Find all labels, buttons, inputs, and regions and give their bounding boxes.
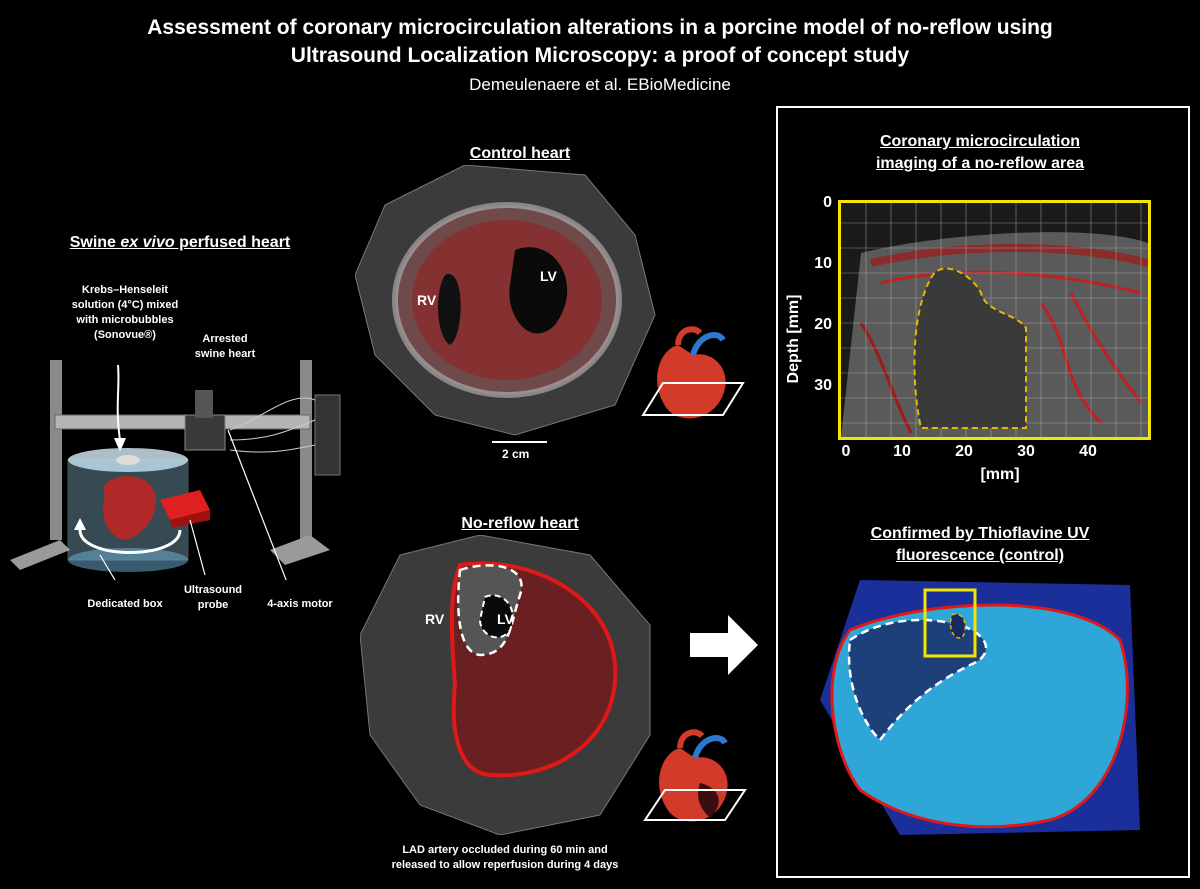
- gantry-right-post: [300, 360, 312, 540]
- motor-controller: [314, 394, 341, 476]
- control-rv-label: RV: [417, 292, 437, 308]
- probe-label: Ultrasound probe: [183, 584, 243, 611]
- fluor-title: Confirmed by Thioflavine UV fluorescence…: [870, 525, 1090, 564]
- xtick-20: 20: [955, 443, 973, 460]
- right-arrow-icon: [690, 615, 758, 675]
- control-heart-image: [355, 165, 656, 436]
- heart-label: Arrested swine heart: [194, 333, 256, 360]
- control-rv-cavity: [438, 274, 461, 345]
- control-heart-title: Control heart: [469, 145, 571, 162]
- y-axis-label: Depth [mm]: [785, 294, 802, 384]
- ultrasound-probe: [160, 490, 210, 520]
- swine-heart: [103, 476, 156, 540]
- ytick-10: 10: [814, 255, 832, 272]
- xtick-0: 0: [841, 443, 851, 460]
- setup-title: Swine ex vivo perfused heart: [69, 234, 291, 251]
- gantry-right-foot: [270, 535, 330, 565]
- noreflow-lv-label: LV: [497, 611, 514, 627]
- setup-illustration: [10, 360, 341, 580]
- motor-label: 4-axis motor: [267, 598, 333, 610]
- ytick-0: 0: [823, 194, 832, 211]
- heart-schematic-noreflow: [643, 729, 747, 822]
- xtick-40: 40: [1079, 443, 1097, 460]
- ulm-image-frame: [838, 200, 1151, 440]
- noreflow-area-contour: [913, 267, 1027, 429]
- fluor-white-dashed: [847, 618, 988, 742]
- citation: Demeulenaere et al. EBioMedicine: [469, 75, 731, 94]
- noreflow-rv-label: RV: [425, 611, 445, 627]
- control-lv-label: LV: [540, 268, 557, 284]
- fluor-yellow-box: [923, 588, 977, 658]
- gantry-beam: [54, 414, 311, 430]
- figure-title-line2: Ultrasound Localization Microscopy: a pr…: [290, 44, 910, 67]
- ulm-image: [841, 203, 1148, 437]
- heart-schematic-control: [641, 326, 745, 419]
- motor-block: [184, 414, 226, 451]
- noreflow-heart-title: No-reflow heart: [461, 515, 579, 532]
- krebs-label: Krebs–Henseleit solution (4°C) mixed wit…: [71, 284, 179, 341]
- noreflow-lv-cavity: [478, 594, 514, 639]
- gantry-left-post: [50, 360, 62, 540]
- scale-bar: [492, 441, 547, 443]
- micro-title: Coronary microcirculation imaging of a n…: [875, 133, 1085, 172]
- gantry-left-foot: [10, 540, 70, 570]
- fluorescence-image: [820, 580, 1140, 835]
- xtick-10: 10: [893, 443, 911, 460]
- scale-label: 2 cm: [502, 447, 530, 461]
- lad-caption: LAD artery occluded during 60 min and re…: [391, 844, 619, 871]
- figure-title-line1: Assessment of coronary microcirculation …: [147, 16, 1053, 39]
- ytick-20: 20: [814, 316, 832, 333]
- xtick-30: 30: [1017, 443, 1035, 460]
- right-panel: [776, 106, 1190, 878]
- box-label: Dedicated box: [87, 598, 163, 610]
- control-lv-cavity: [509, 247, 568, 334]
- x-axis-label: [mm]: [980, 466, 1020, 483]
- motor-top: [195, 390, 213, 418]
- noreflow-heart-image: [360, 535, 651, 835]
- ytick-30: 30: [814, 377, 832, 394]
